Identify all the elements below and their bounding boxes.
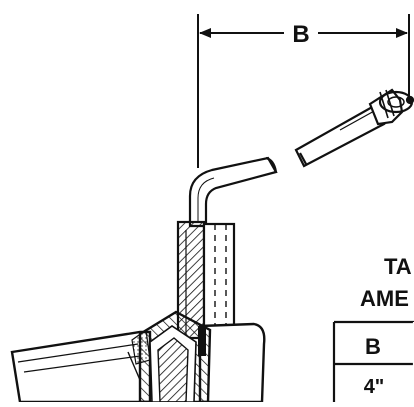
dimension-b xyxy=(197,14,410,168)
table-grid xyxy=(332,320,414,402)
dimension-label-b: B xyxy=(292,21,309,48)
table-header-b: B xyxy=(365,334,381,359)
hose-upper-segment xyxy=(294,104,386,168)
table-subtitle: AME xyxy=(360,286,409,311)
table-title: TA xyxy=(384,254,412,279)
hose-lower-segment xyxy=(188,156,278,228)
hose-clip xyxy=(368,88,414,126)
arrowhead-right xyxy=(396,28,408,38)
table-cell-b-value: 4" xyxy=(364,376,385,398)
arrowhead-left xyxy=(199,28,211,38)
spec-table: TA AME B 4" xyxy=(332,254,414,402)
transducer-housing xyxy=(10,310,266,404)
